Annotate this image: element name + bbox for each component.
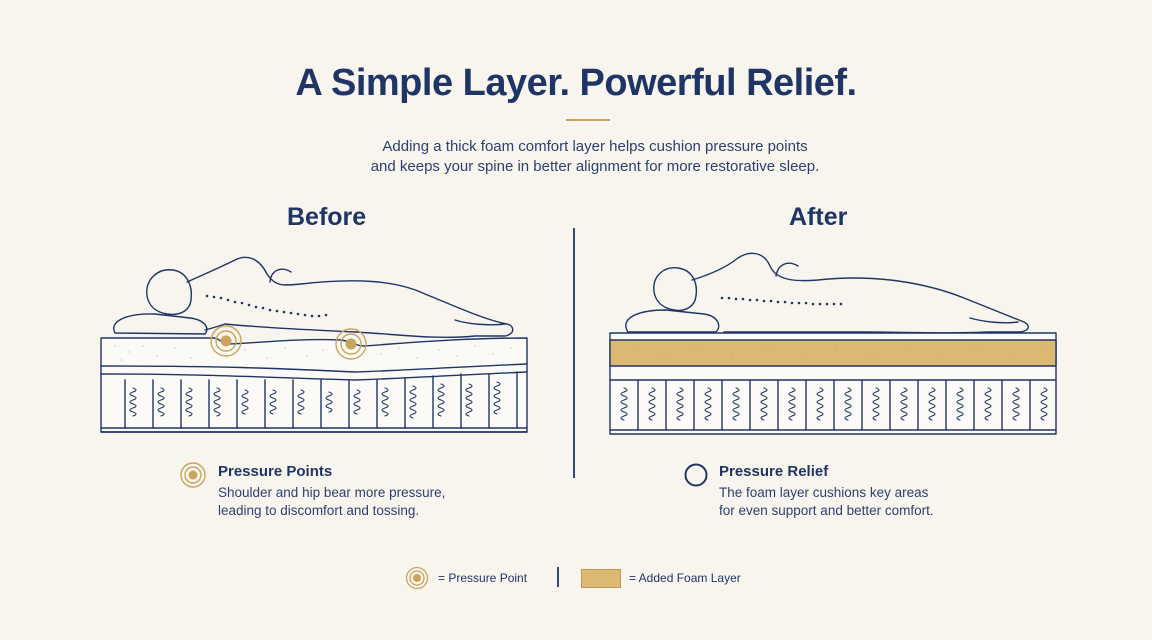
- before-mattress: [100, 337, 528, 433]
- after-sleeper-figure: [625, 252, 1029, 334]
- legend-pressure-point-icon: [405, 566, 429, 590]
- after-heading: After: [789, 203, 848, 231]
- page-title: A Simple Layer. Powerful Relief.: [295, 62, 857, 104]
- after-caption-line-1: The foam layer cushions key areas: [719, 485, 929, 500]
- after-coils: [620, 379, 1048, 431]
- before-caption: Pressure Points Shoulder and hip bear mo…: [218, 463, 445, 520]
- center-divider: [573, 228, 575, 478]
- before-caption-line-2: leading to discomfort and tossing.: [218, 503, 420, 518]
- before-spine-dots: [205, 294, 328, 318]
- after-caption: Pressure Relief The foam layer cushions …: [719, 463, 934, 520]
- pressure-point-icon: [180, 462, 206, 488]
- before-coils: [124, 371, 518, 429]
- before-illustration: [100, 256, 528, 433]
- before-caption-title: Pressure Points: [218, 463, 333, 480]
- after-caption-title: Pressure Relief: [719, 463, 829, 480]
- subtitle: Adding a thick foam comfort layer helps …: [300, 137, 890, 177]
- pressure-relief-icon: [684, 463, 708, 487]
- title-underline: [566, 119, 610, 121]
- before-heading: Before: [287, 203, 367, 231]
- before-sleeper-figure: [113, 256, 514, 339]
- after-spine-dots: [720, 296, 843, 306]
- after-illustration: [609, 252, 1057, 435]
- legend-foam-swatch: [581, 569, 621, 588]
- before-caption-line-1: Shoulder and hip bear more pressure,: [218, 485, 446, 500]
- after-caption-line-2: for even support and better comfort.: [719, 503, 934, 518]
- legend-divider: [557, 567, 559, 587]
- before-pressure-point-hip: [335, 328, 367, 360]
- subtitle-line-2: and keeps your spine in better alignment…: [370, 158, 820, 175]
- before-pressure-point-shoulder: [210, 325, 242, 357]
- legend-foam-layer-label: = Added Foam Layer: [629, 571, 741, 585]
- legend-pressure-point-label: = Pressure Point: [438, 571, 528, 585]
- after-mattress: [609, 332, 1057, 435]
- subtitle-line-1: Adding a thick foam comfort layer helps …: [382, 138, 808, 155]
